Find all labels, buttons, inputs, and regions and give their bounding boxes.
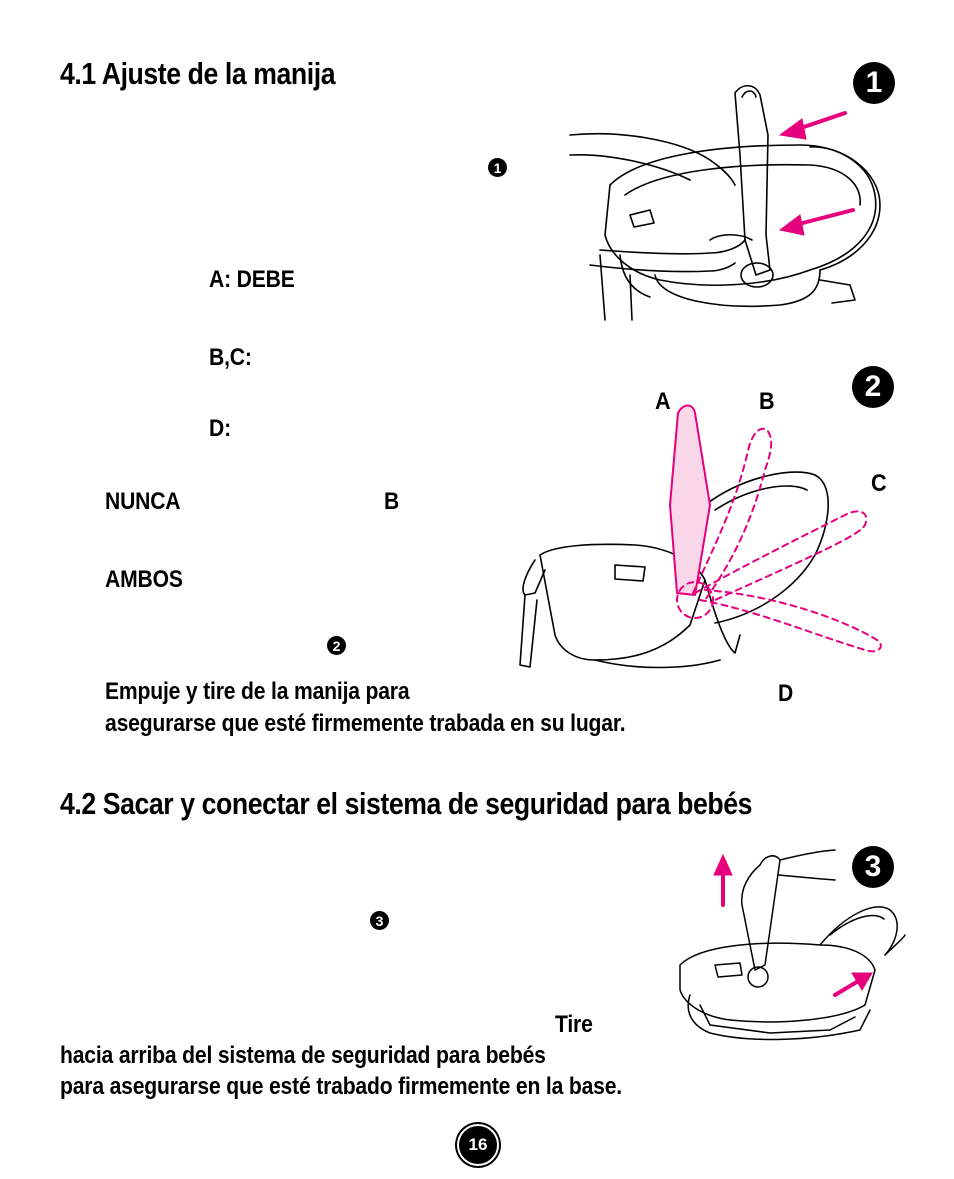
ambos-text: AMBOS	[105, 566, 183, 593]
label-a-debe: A: DEBE	[209, 266, 295, 293]
figure-2-handle-positions-illustration	[519, 404, 882, 669]
step-3-ref-icon: 3	[370, 911, 389, 930]
section-4-2-title: 4.2 Sacar y conectar el sistema de segur…	[60, 786, 753, 821]
section-4-2-line3: para asegurarse que esté trabado firmeme…	[60, 1073, 622, 1100]
figure-2-number-icon: 2	[852, 366, 894, 408]
step-1-ref-icon: 1	[488, 158, 507, 177]
step-2-ref-icon: 2	[327, 636, 346, 655]
figure-2-label-a: A	[655, 388, 671, 415]
figure-1-number: 1	[865, 66, 883, 99]
label-bc: B,C:	[209, 344, 252, 371]
page-number-badge: 16	[457, 1124, 499, 1166]
step-3-ref-number: 3	[375, 912, 384, 929]
section-4-2-line2: hacia arriba del sistema de seguridad pa…	[60, 1042, 546, 1069]
label-d: D:	[209, 415, 231, 442]
figure-3-carrier-base-illustration	[679, 849, 906, 1041]
figure-1-number-icon: 1	[853, 62, 895, 104]
nunca-text: NUNCA	[105, 488, 181, 515]
figure-2-label-c: C	[871, 470, 887, 497]
figure-3-number-icon: 3	[852, 846, 894, 888]
tire-text: Tire	[555, 1011, 593, 1038]
push-instruction-d: D	[778, 680, 794, 707]
section-4-1-title: 4.1 Ajuste de la manija	[60, 56, 336, 91]
step-1-ref-number: 1	[493, 159, 502, 176]
push-instruction-line2: asegurarse que esté firmemente trabada e…	[105, 710, 626, 737]
figure-2-number: 2	[864, 370, 882, 403]
figure-1-handle-adjust-illustration	[569, 84, 881, 321]
page-number: 16	[468, 1135, 488, 1154]
step-2-ref-number: 2	[332, 637, 341, 654]
nunca-b-text: B	[384, 488, 400, 515]
figure-2-label-b: B	[759, 388, 775, 415]
figure-3-number: 3	[864, 850, 882, 883]
push-instruction-line1: Empuje y tire de la manija para	[105, 678, 410, 705]
